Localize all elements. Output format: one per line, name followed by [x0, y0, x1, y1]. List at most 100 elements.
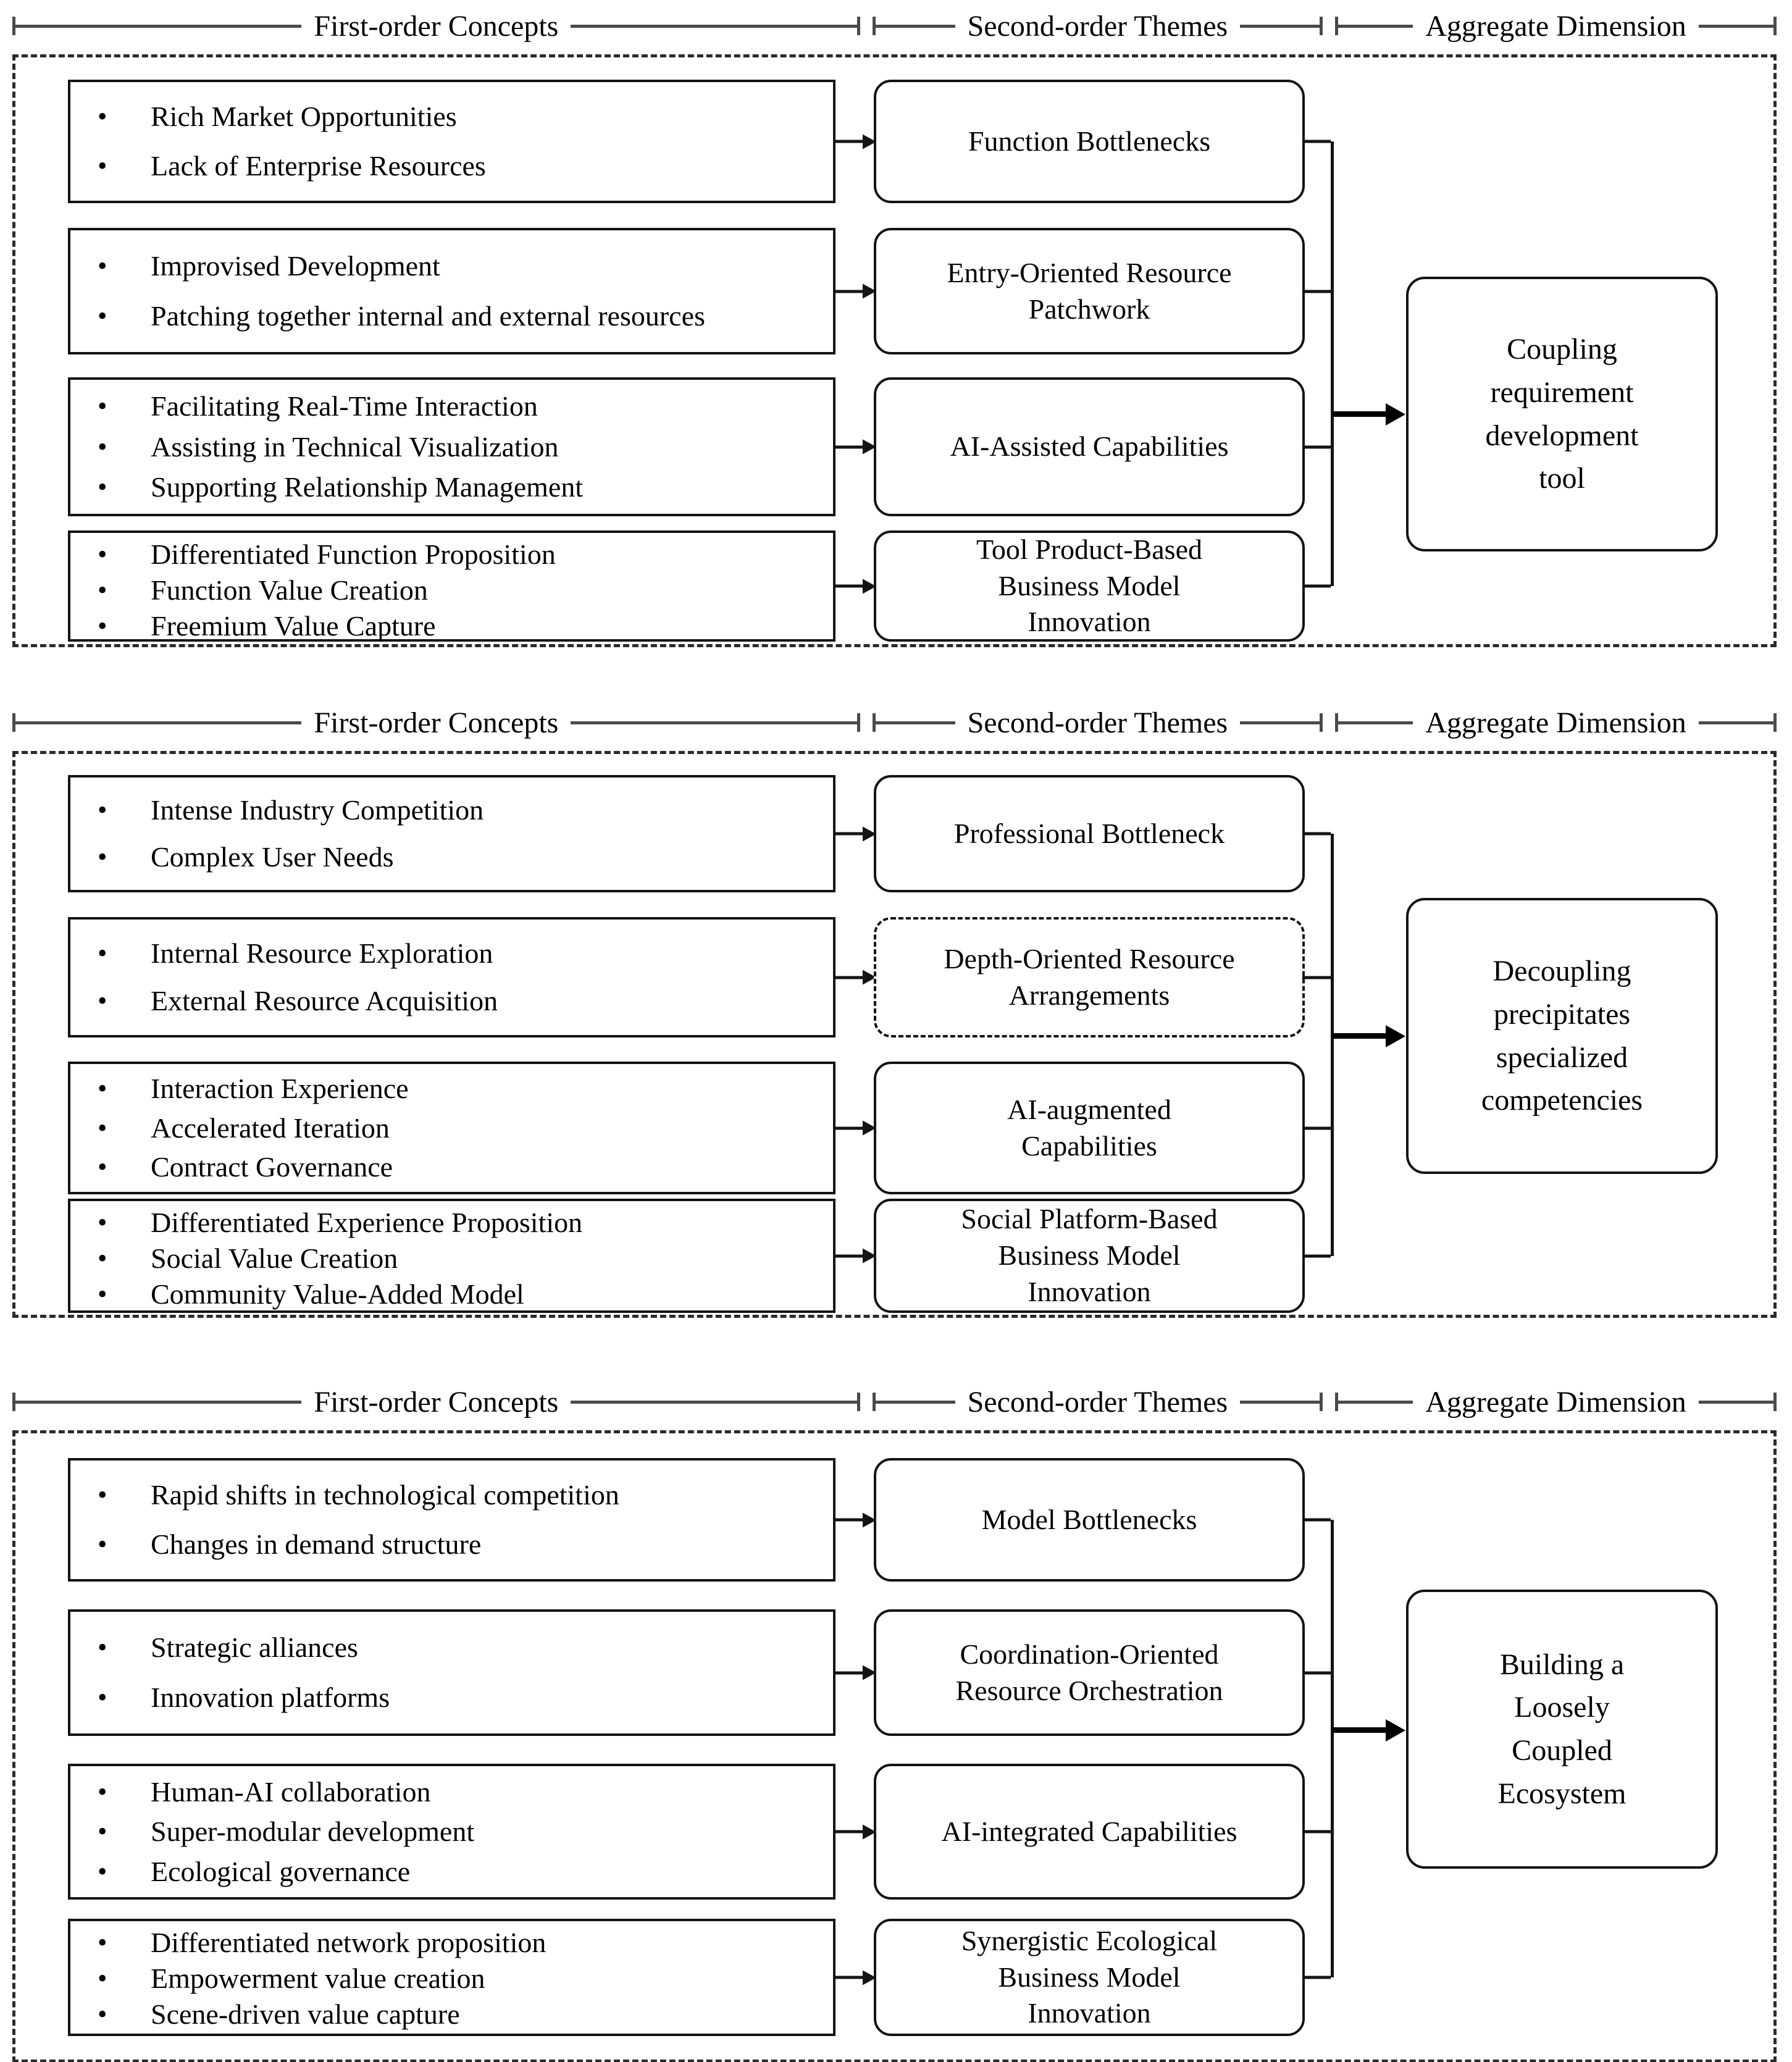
concept-box: Internal Resource Exploration External R… [68, 917, 864, 1037]
theme-box: Professional Bottleneck [874, 775, 1331, 892]
concept-box: Differentiated Experience Proposition So… [68, 1199, 864, 1313]
bracket-tick [1773, 713, 1777, 732]
bullet-item: Accelerated Iteration [89, 1110, 818, 1146]
bullet-icon [89, 792, 151, 828]
bracket-tick [1773, 1393, 1777, 1411]
bullet-item: External Resource Acquisition [89, 983, 818, 1019]
bullet-icon [89, 1814, 151, 1850]
bullet-icon [89, 1205, 151, 1241]
column-headers: First-order Concepts Second-order Themes… [12, 9, 1777, 43]
bullet-item: Scene-driven value capture [89, 1997, 818, 2032]
concept-box: Rapid shifts in technological competitio… [68, 1458, 864, 1582]
aggregate-arrow [1333, 1033, 1387, 1039]
theme-spine-connector [1302, 1254, 1331, 1257]
theme-spine-connector [1302, 976, 1331, 979]
bullet-item: Human-AI collaboration [89, 1774, 818, 1810]
theme-label: AI-augmented Capabilities [1007, 1093, 1171, 1162]
bullet-icon [89, 429, 151, 465]
concept-theme-arrow [833, 1830, 864, 1834]
bullet-item: Internal Resource Exploration [89, 936, 818, 971]
header-label: Aggregate Dimension [1425, 1385, 1686, 1419]
bracket-line [1240, 1400, 1320, 1404]
bracket-tick [872, 1393, 876, 1411]
concept-text: Ecological governance [151, 1855, 411, 1887]
header-label: Second-order Themes [967, 1385, 1228, 1419]
bracket-line [15, 24, 302, 28]
concept-theme-arrow [833, 290, 864, 293]
concept-theme-arrow [833, 1976, 864, 1979]
bullet-icon [89, 388, 151, 424]
bracket-line [875, 721, 955, 724]
bracket-tick [12, 17, 15, 35]
bullet-icon [89, 1276, 151, 1312]
concept-theme-arrow [833, 1671, 864, 1674]
header-label: First-order Concepts [314, 9, 559, 43]
bracket-line [1698, 1400, 1773, 1404]
bullet-icon [89, 148, 151, 184]
theme-box: Social Platform-Based Business Model Inn… [874, 1199, 1331, 1313]
bullet-item: Rapid shifts in technological competitio… [89, 1477, 818, 1513]
bracket-tick [856, 17, 860, 35]
bullet-icon [89, 1774, 151, 1810]
concept-text: Changes in demand structure [151, 1528, 482, 1560]
bracket-tick [1335, 713, 1339, 732]
concept-theme-arrow [833, 445, 864, 448]
bullet-icon [89, 1925, 151, 1961]
bracket-tick [1335, 1393, 1339, 1411]
panel-2: First-order Concepts Second-order Themes… [12, 705, 1777, 1318]
column-headers: First-order Concepts Second-order Themes… [12, 1385, 1777, 1419]
bullet-icon [89, 983, 151, 1019]
concept-text: Complex User Needs [151, 841, 394, 873]
bullet-item: Rich Market Opportunities [89, 99, 818, 135]
bracket-line [15, 721, 302, 724]
bracket-line [875, 24, 955, 28]
bullet-item: Innovation platforms [89, 1680, 818, 1716]
column-headers: First-order Concepts Second-order Themes… [12, 705, 1777, 740]
bullet-icon [89, 1477, 151, 1513]
theme-spine-connector [1302, 1830, 1331, 1834]
bullet-item: Assisting in Technical Visualization [89, 429, 818, 465]
bullet-item: Facilitating Real-Time Interaction [89, 388, 818, 424]
theme-box: Model Bottlenecks [874, 1458, 1331, 1582]
theme-box: Function Bottlenecks [874, 80, 1331, 203]
theme-label: Model Bottlenecks [981, 1503, 1197, 1535]
aggregate-arrow [1333, 1727, 1387, 1733]
concept-text: Improvised Development [151, 250, 440, 282]
concept-text: Accelerated Iteration [151, 1112, 390, 1144]
bracket-tick [1773, 17, 1777, 35]
concept-theme-arrow [833, 584, 864, 588]
theme-box: Tool Product-Based Business Model Innova… [874, 530, 1331, 642]
theme-box: AI-augmented Capabilities [874, 1062, 1331, 1194]
bracket-tick [1320, 17, 1323, 35]
theme-box: Coordination-Oriented Resource Orchestra… [874, 1609, 1331, 1736]
theme-spine-connector [1302, 1518, 1331, 1522]
concept-box: Rich Market Opportunities Lack of Enterp… [68, 80, 864, 203]
bullet-icon [89, 608, 151, 644]
bullet-icon [89, 537, 151, 572]
header-second-order-themes: Second-order Themes [872, 706, 1323, 740]
bullet-item: Differentiated Function Proposition [89, 537, 818, 572]
concept-theme-arrow [833, 832, 864, 836]
theme-label: AI-Assisted Capabilities [950, 430, 1229, 463]
bullet-item: Improvised Development [89, 248, 818, 284]
header-first-order-concepts: First-order Concepts [12, 706, 860, 740]
bullet-item: Patching together internal and external … [89, 298, 818, 334]
concept-theme-arrow [833, 1126, 864, 1129]
concept-theme-arrow [833, 1254, 864, 1257]
bullet-icon [89, 1241, 151, 1276]
theme-label: Synergistic Ecological Business Model In… [961, 1924, 1218, 2029]
concept-theme-arrow [833, 976, 864, 979]
panel-1-box: Rich Market Opportunities Lack of Enterp… [12, 54, 1777, 647]
concept-box: Interaction Experience Accelerated Itera… [68, 1062, 864, 1194]
concept-text: Rapid shifts in technological competitio… [151, 1479, 619, 1511]
panel-1: First-order Concepts Second-order Themes… [12, 9, 1777, 647]
bracket-line [1698, 24, 1773, 28]
concept-text: Differentiated Experience Proposition [151, 1207, 583, 1238]
concept-text: Interaction Experience [151, 1073, 409, 1105]
aggregate-label: Coupling requirement development tool [1485, 333, 1639, 495]
theme-label: Entry-Oriented Resource Patchwork [947, 256, 1232, 325]
theme-label: AI-integrated Capabilities [941, 1815, 1237, 1847]
bullet-icon [89, 1071, 151, 1107]
theme-label: Depth-Oriented Resource Arrangements [944, 942, 1235, 1011]
